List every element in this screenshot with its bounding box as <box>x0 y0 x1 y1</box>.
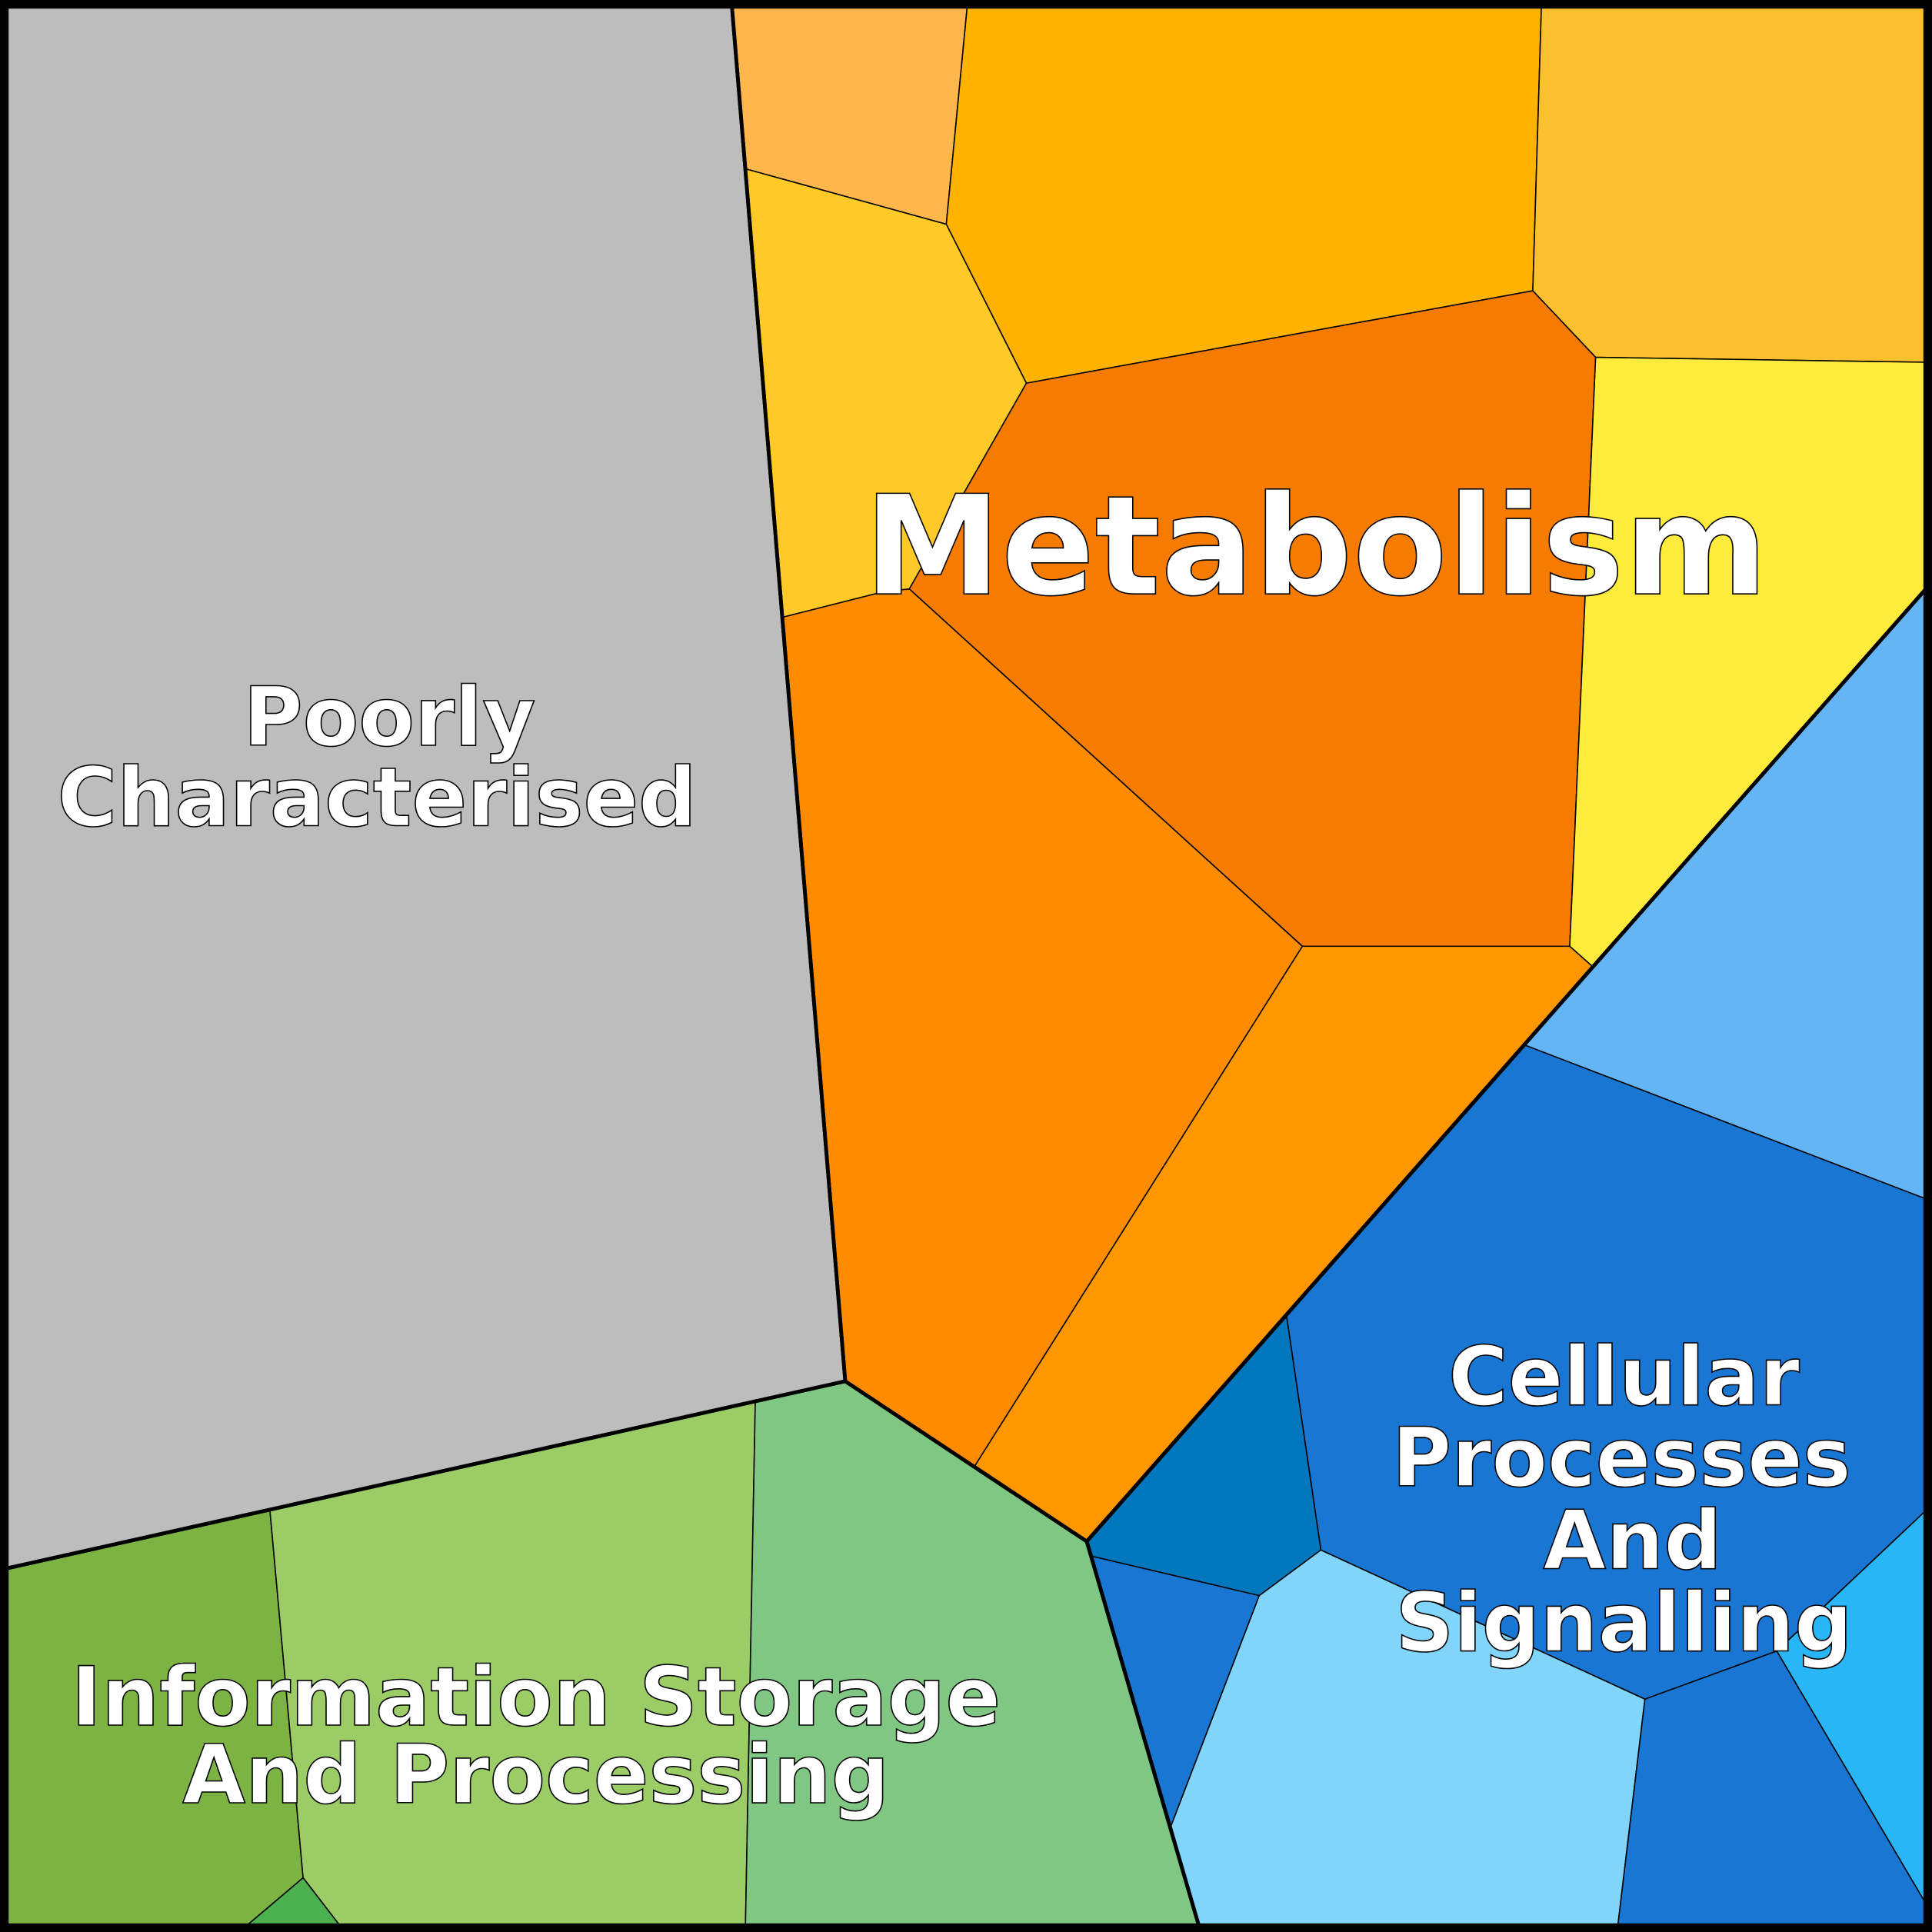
cell-metabolism-3 <box>1532 5 1927 363</box>
label-poorly-line1: Poorly <box>243 670 535 764</box>
label-cellular-line2: Processes <box>1392 1411 1851 1505</box>
label-cellular-line1: Cellular <box>1448 1329 1800 1424</box>
label-information-line1: Information Storage <box>72 1650 1001 1744</box>
label-poorly-line2: Characterised <box>58 750 697 844</box>
label-cellular-line3: And <box>1543 1493 1722 1587</box>
label-metabolism: Metabolism <box>864 466 1767 627</box>
label-information-line2: And Processing <box>182 1727 889 1822</box>
label-cellular-line4: Signalling <box>1395 1576 1852 1671</box>
